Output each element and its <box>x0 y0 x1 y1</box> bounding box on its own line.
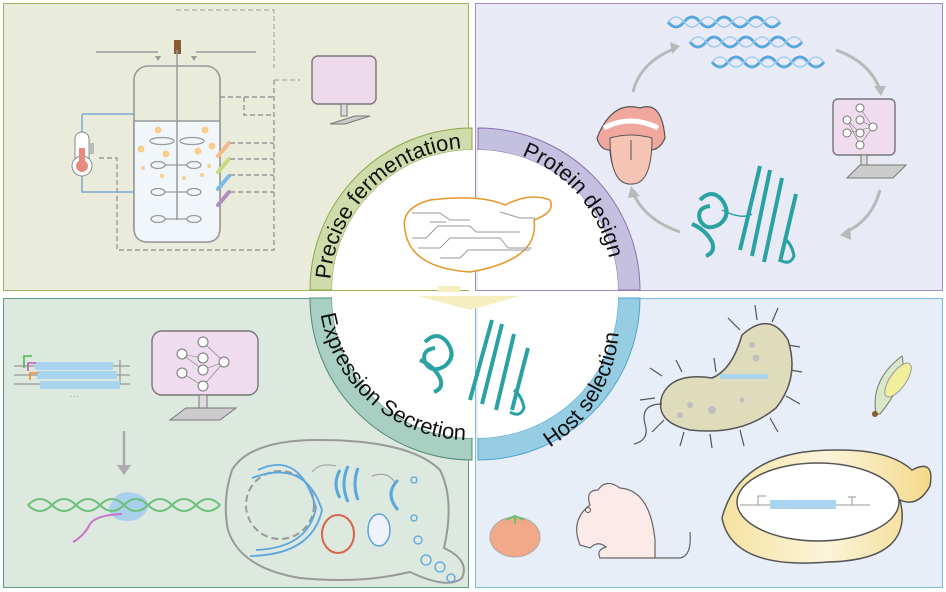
center-ring <box>309 127 641 461</box>
neural-network-monitor-icon <box>832 98 908 179</box>
transcription-dna-icon <box>27 492 221 543</box>
thermometer-icon <box>71 113 134 193</box>
dna-helix-icon <box>666 15 826 69</box>
yeast-cell-icon <box>721 449 932 564</box>
down-arrow-icon <box>117 431 131 475</box>
gene-constructs-icon: ··· <box>14 355 130 402</box>
bioreactor-icon <box>96 9 300 243</box>
computer-monitor-icon <box>311 55 377 125</box>
neural-network-monitor-icon <box>151 330 259 421</box>
secretory-cell-icon <box>224 438 465 584</box>
mouth-tongue-icon <box>596 106 666 185</box>
cycle-arrows <box>628 42 886 240</box>
svg-text:···: ··· <box>69 391 79 402</box>
tomato-icon <box>489 514 541 558</box>
protein-structure-icon <box>419 319 530 416</box>
mouse-icon <box>576 482 691 559</box>
engineered-yeast-icon <box>403 196 552 273</box>
corn-icon <box>872 355 912 417</box>
bacterium-icon <box>633 304 803 449</box>
sensor-probes <box>97 80 275 251</box>
down-arrow-icon <box>418 286 520 310</box>
protein-structure-icon <box>691 165 798 264</box>
